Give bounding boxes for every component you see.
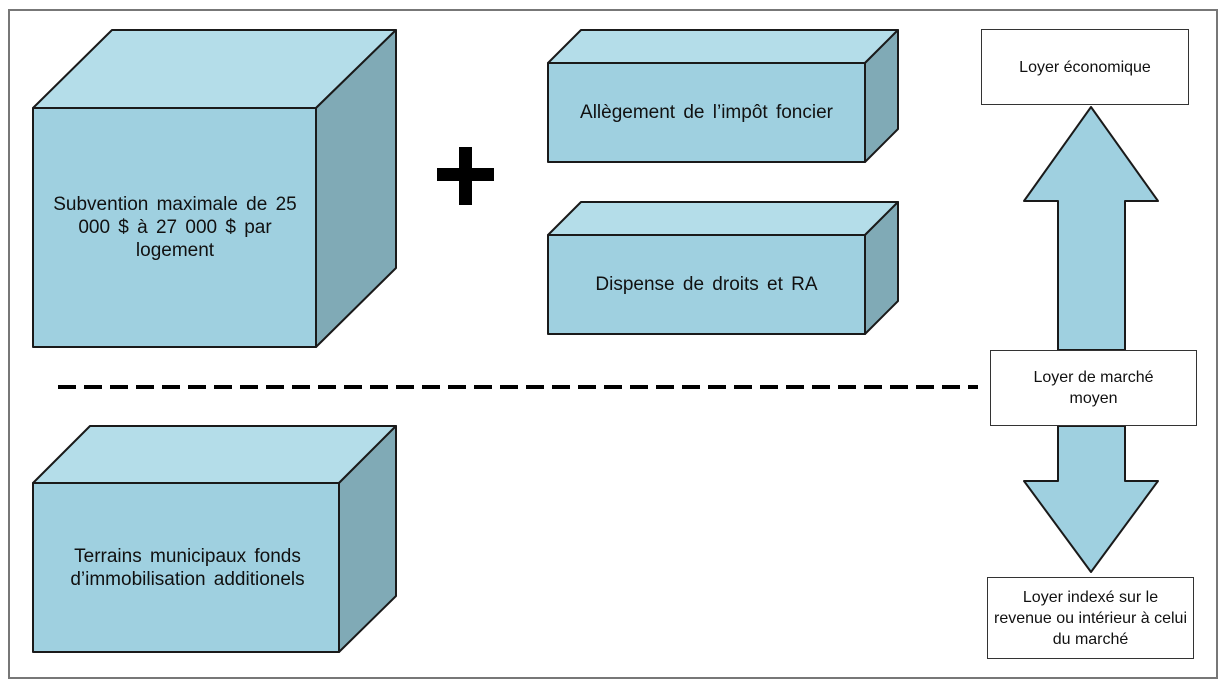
block-droits-front (547, 234, 866, 335)
plus-icon (437, 147, 494, 205)
rent-level-income-indexed: Loyer indexé sur le revenue ou intérieur… (987, 577, 1194, 659)
block-impot-label: Allègement de l’impôt foncier (580, 102, 833, 123)
block-subvention-front (32, 107, 317, 348)
block-impot (547, 29, 899, 163)
block-impot-top (547, 29, 899, 64)
block-subvention-label: Subvention maximale de 25 000 $ à 27 000… (53, 194, 297, 261)
block-droits-label: Dispense de droits et RA (595, 274, 818, 295)
rent-level-market-average: Loyer de marché moyen (990, 350, 1197, 426)
up-arrow-icon (1023, 106, 1159, 351)
block-terrains-top (32, 425, 397, 484)
block-impot-front (547, 62, 866, 163)
block-subvention (32, 29, 397, 348)
block-droits (547, 201, 899, 335)
down-arrow-icon (1023, 425, 1159, 573)
block-terrains-front (32, 482, 340, 653)
rent-level-economic: Loyer économique (981, 29, 1189, 105)
diagram-frame (8, 9, 1218, 679)
block-droits-top (547, 201, 899, 236)
block-terrains-label: Terrains municipaux fonds d’immobilisati… (70, 545, 305, 590)
block-terrains (32, 425, 397, 653)
